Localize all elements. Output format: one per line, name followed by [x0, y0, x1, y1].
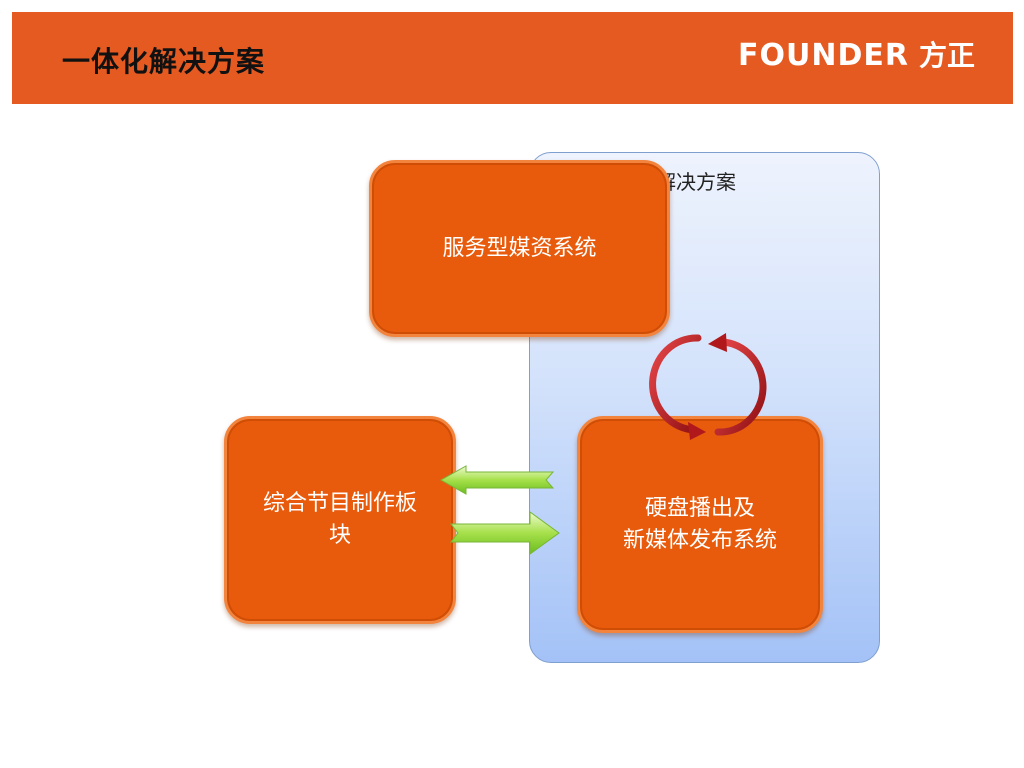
- logo-cn: 方正: [918, 39, 975, 72]
- header-bar: [12, 12, 1013, 104]
- media-asset-system-label: 服务型媒资系统: [442, 235, 597, 261]
- slide-title: 一体化解决方案: [62, 45, 266, 78]
- founder-logo: FOUNDER 方正: [738, 38, 975, 74]
- program-production-box: 综合节目制作板 块: [224, 416, 456, 624]
- logo-word: FOUNDER: [738, 38, 909, 73]
- program-production-label-line1: 综合节目制作板: [262, 491, 417, 516]
- media-asset-system-box: 服务型媒资系统: [369, 160, 670, 337]
- program-production-label-line2: 块: [328, 523, 351, 548]
- playout-publishing-label-line2: 新媒体发布系统: [622, 527, 777, 553]
- playout-publishing-label-line1: 硬盘播出及: [644, 495, 755, 521]
- playout-publishing-box: 硬盘播出及 新媒体发布系统: [577, 416, 823, 633]
